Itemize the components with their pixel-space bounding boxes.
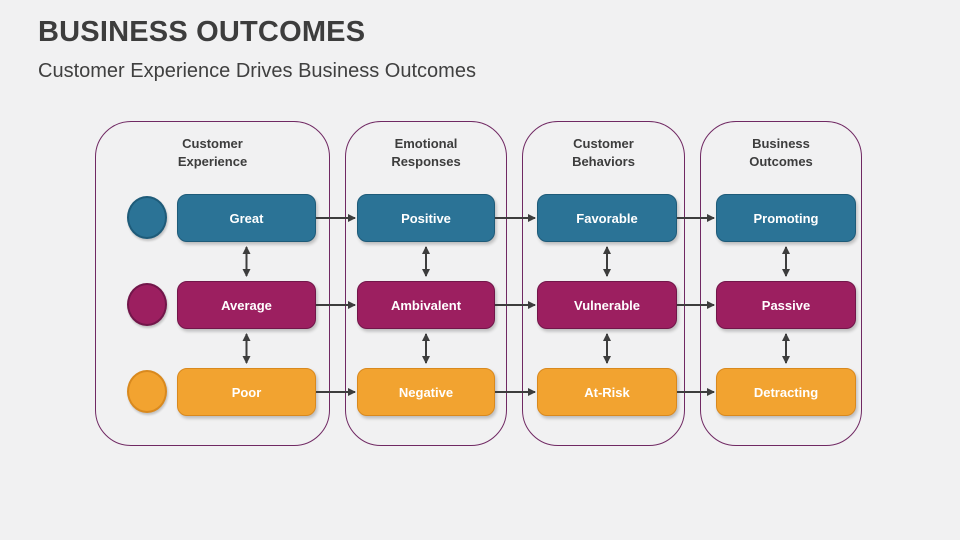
column-header: Emotional Responses <box>391 136 461 169</box>
column-emotional-responses: Emotional Responses <box>345 121 507 446</box>
node-favorable: Favorable <box>537 194 677 242</box>
node-promoting: Promoting <box>716 194 856 242</box>
node-positive: Positive <box>357 194 495 242</box>
node-ambivalent: Ambivalent <box>357 281 495 329</box>
node-great: Great <box>177 194 316 242</box>
node-vulnerable: Vulnerable <box>537 281 677 329</box>
legend-circle-teal <box>127 196 167 239</box>
column-customer-behaviors: Customer Behaviors <box>522 121 685 446</box>
node-detracting: Detracting <box>716 368 856 416</box>
legend-circle-orange <box>127 370 167 413</box>
page-subtitle: Customer Experience Drives Business Outc… <box>38 60 476 82</box>
column-header: Business Outcomes <box>749 136 813 169</box>
column-customer-experience: Customer Experience <box>95 121 330 446</box>
node-poor: Poor <box>177 368 316 416</box>
node-average: Average <box>177 281 316 329</box>
column-header: Customer Experience <box>177 136 248 169</box>
page-title: BUSINESS OUTCOMES <box>38 16 366 48</box>
column-header: Customer Behaviors <box>572 136 635 169</box>
legend-circle-magenta <box>127 283 167 326</box>
node-negative: Negative <box>357 368 495 416</box>
node-at-risk: At-Risk <box>537 368 677 416</box>
column-business-outcomes: Business Outcomes <box>700 121 862 446</box>
node-passive: Passive <box>716 281 856 329</box>
